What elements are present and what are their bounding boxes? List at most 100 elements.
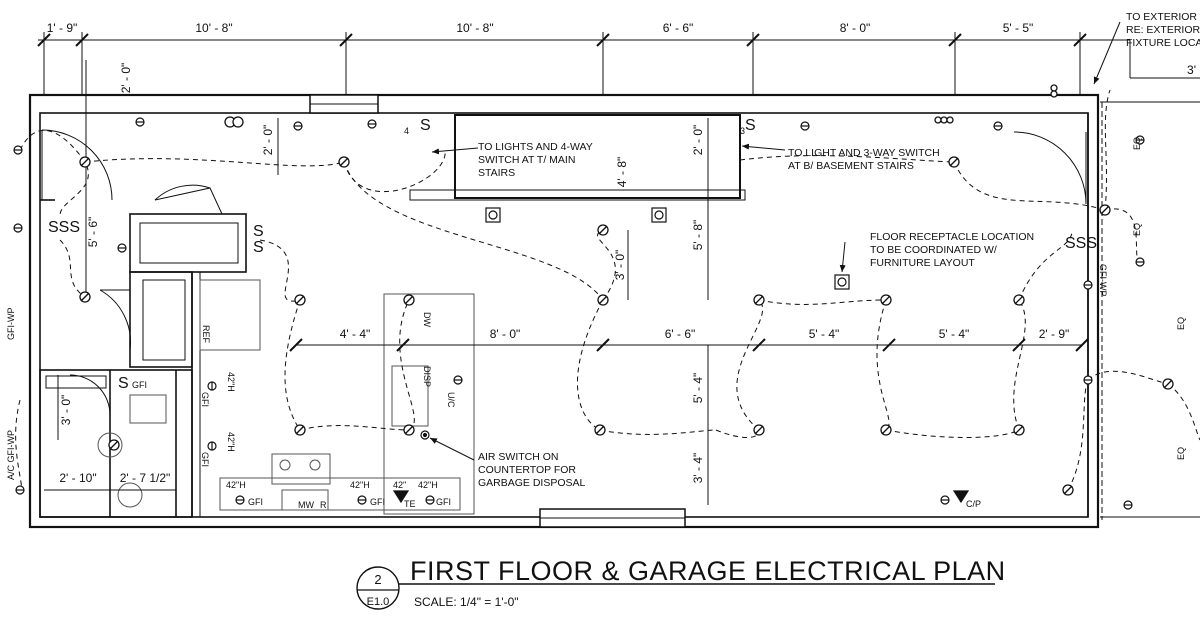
gfi-wp-label: GFI-WP xyxy=(6,308,16,341)
ceiling-light xyxy=(597,224,609,236)
gfi-label: GFI xyxy=(132,380,147,390)
wall-light xyxy=(934,116,954,124)
ac-gfi-wp-label: A/C GFI-WP xyxy=(6,430,16,480)
switch-type-label: 3 xyxy=(740,126,745,136)
svg-text:TO LIGHTS AND 4-WAY: TO LIGHTS AND 4-WAY xyxy=(478,141,593,153)
dimension-label: 8' - 0" xyxy=(840,21,871,35)
ceiling-light xyxy=(880,294,892,306)
receptacle xyxy=(293,121,303,131)
height-label: 42"H xyxy=(226,372,236,392)
svg-text:FIXTURE LOCA: FIXTURE LOCA xyxy=(1126,37,1200,49)
dimension-label: 1' - 9" xyxy=(47,21,78,35)
receptacle xyxy=(207,441,217,451)
svg-text:SWITCH AT T/ MAIN: SWITCH AT T/ MAIN xyxy=(478,154,575,166)
ceiling-light xyxy=(1062,484,1074,496)
receptacle xyxy=(135,117,145,127)
dimension-label: 10' - 8" xyxy=(456,21,493,35)
receptacle xyxy=(993,121,1003,131)
ceiling-light xyxy=(403,424,415,436)
uc-label: U/C xyxy=(446,392,456,408)
detail-bubble xyxy=(356,566,400,610)
floor-receptacle xyxy=(834,274,850,290)
svg-text:RE: EXTERIOR: RE: EXTERIOR xyxy=(1126,24,1200,36)
dimension-label: 8' - 0" xyxy=(490,327,521,341)
ceiling-light xyxy=(224,116,244,128)
dimension-label: 2' - 7 1/2" xyxy=(120,471,171,485)
ceiling-light xyxy=(1013,424,1025,436)
dimension-label: 2' - 9" xyxy=(1039,327,1070,341)
doors xyxy=(41,129,1087,416)
dimension-label: 3' xyxy=(1187,63,1196,77)
floor-receptacle xyxy=(651,207,667,223)
interior-dimension-string xyxy=(289,338,1089,352)
telephone-outlet xyxy=(392,490,410,504)
svg-text:AT B/ BASEMENT STAIRS: AT B/ BASEMENT STAIRS xyxy=(788,160,914,172)
ceiling-light xyxy=(294,294,306,306)
switch: S xyxy=(253,239,264,256)
circuit-runs xyxy=(15,89,1200,491)
dimension-label: 5' - 4" xyxy=(939,327,970,341)
receptacle xyxy=(1123,500,1133,510)
vertical-dimension-labels: 2' - 0" 5' - 6" 2' - 0" 2' - 0" 4' - 8" … xyxy=(59,63,705,485)
switch: S xyxy=(253,223,264,240)
switch: S xyxy=(420,117,431,134)
dimension-label: 2' - 0" xyxy=(691,125,705,156)
ceiling-light xyxy=(753,294,765,306)
drawing-title-block: 2 E1.0 FIRST FLOOR & GARAGE ELECTRICAL P… xyxy=(356,556,1005,610)
ceiling-light xyxy=(880,424,892,436)
eq-label: EQ xyxy=(1132,223,1142,236)
receptacle xyxy=(15,485,25,495)
switch-type-labels: 4 3 xyxy=(404,126,745,136)
gfi-label: GFI xyxy=(248,497,263,507)
receptacle xyxy=(1083,280,1093,290)
note-basement-stairs: TO LIGHT AND 3-WAY SWITCH AT B/ BASEMENT… xyxy=(788,147,940,172)
eq-label: EQ xyxy=(1176,447,1186,460)
dimension-label: 5' - 4" xyxy=(809,327,840,341)
ceiling-light xyxy=(1013,294,1025,306)
ceiling-light xyxy=(79,291,91,303)
receptacle xyxy=(1083,375,1093,385)
ceiling-light xyxy=(1099,204,1111,216)
cp-label: C/P xyxy=(966,499,981,509)
dw-label: DW xyxy=(422,312,432,327)
dimension-label: 10' - 8" xyxy=(195,21,232,35)
svg-text:TO EXTERIOR S: TO EXTERIOR S xyxy=(1126,11,1200,23)
receptacle xyxy=(1135,257,1145,267)
ceiling-light xyxy=(1162,378,1174,390)
note-main-stairs: TO LIGHTS AND 4-WAY SWITCH AT T/ MAIN ST… xyxy=(478,141,593,179)
gfi-label: GFI xyxy=(436,497,451,507)
gfi-wp-label: GFI-WP xyxy=(1098,264,1108,297)
kitchen-fixtures xyxy=(97,279,475,515)
wall-light xyxy=(1050,84,1058,98)
receptacle xyxy=(117,243,127,253)
receptacles xyxy=(13,117,1145,510)
height-label: 42"H xyxy=(226,432,236,452)
svg-text:TO LIGHT AND 3-WAY SWITCH: TO LIGHT AND 3-WAY SWITCH xyxy=(788,147,940,159)
dimension-label: 2' - 10" xyxy=(59,471,96,485)
svg-text:COUNTERTOP FOR: COUNTERTOP FOR xyxy=(478,464,576,476)
dimension-label: 5' - 6" xyxy=(86,217,100,248)
switch: S xyxy=(118,375,129,392)
receptacle xyxy=(800,121,810,131)
switch-bank: SSS xyxy=(1065,235,1097,252)
switch-bank: SSS xyxy=(48,219,80,236)
ceiling-light xyxy=(108,439,120,451)
receptacle xyxy=(13,145,23,155)
height-label: 42"H xyxy=(418,480,438,490)
receptacle xyxy=(207,381,217,391)
dimension-label: 5' - 8" xyxy=(691,220,705,251)
height-label: 42"H xyxy=(350,480,370,490)
ceiling-light xyxy=(594,424,606,436)
dimension-label: 5' - 4" xyxy=(691,373,705,404)
svg-text:STAIRS: STAIRS xyxy=(478,167,515,179)
height-label: 42" xyxy=(393,480,406,490)
eq-label: EQ xyxy=(1176,317,1186,330)
svg-text:FURNITURE LAYOUT: FURNITURE LAYOUT xyxy=(870,257,975,269)
light-fixtures xyxy=(79,84,1174,496)
interior-dimension-labels: 4' - 4" 8' - 0" 6' - 6" 5' - 4" 5' - 4" … xyxy=(340,327,1070,341)
ceiling-light xyxy=(338,156,350,168)
cable-outlet xyxy=(952,490,970,504)
note-exterior: TO EXTERIOR S RE: EXTERIOR FIXTURE LOCA xyxy=(1126,11,1200,49)
eq-label: EQ xyxy=(1132,137,1142,150)
